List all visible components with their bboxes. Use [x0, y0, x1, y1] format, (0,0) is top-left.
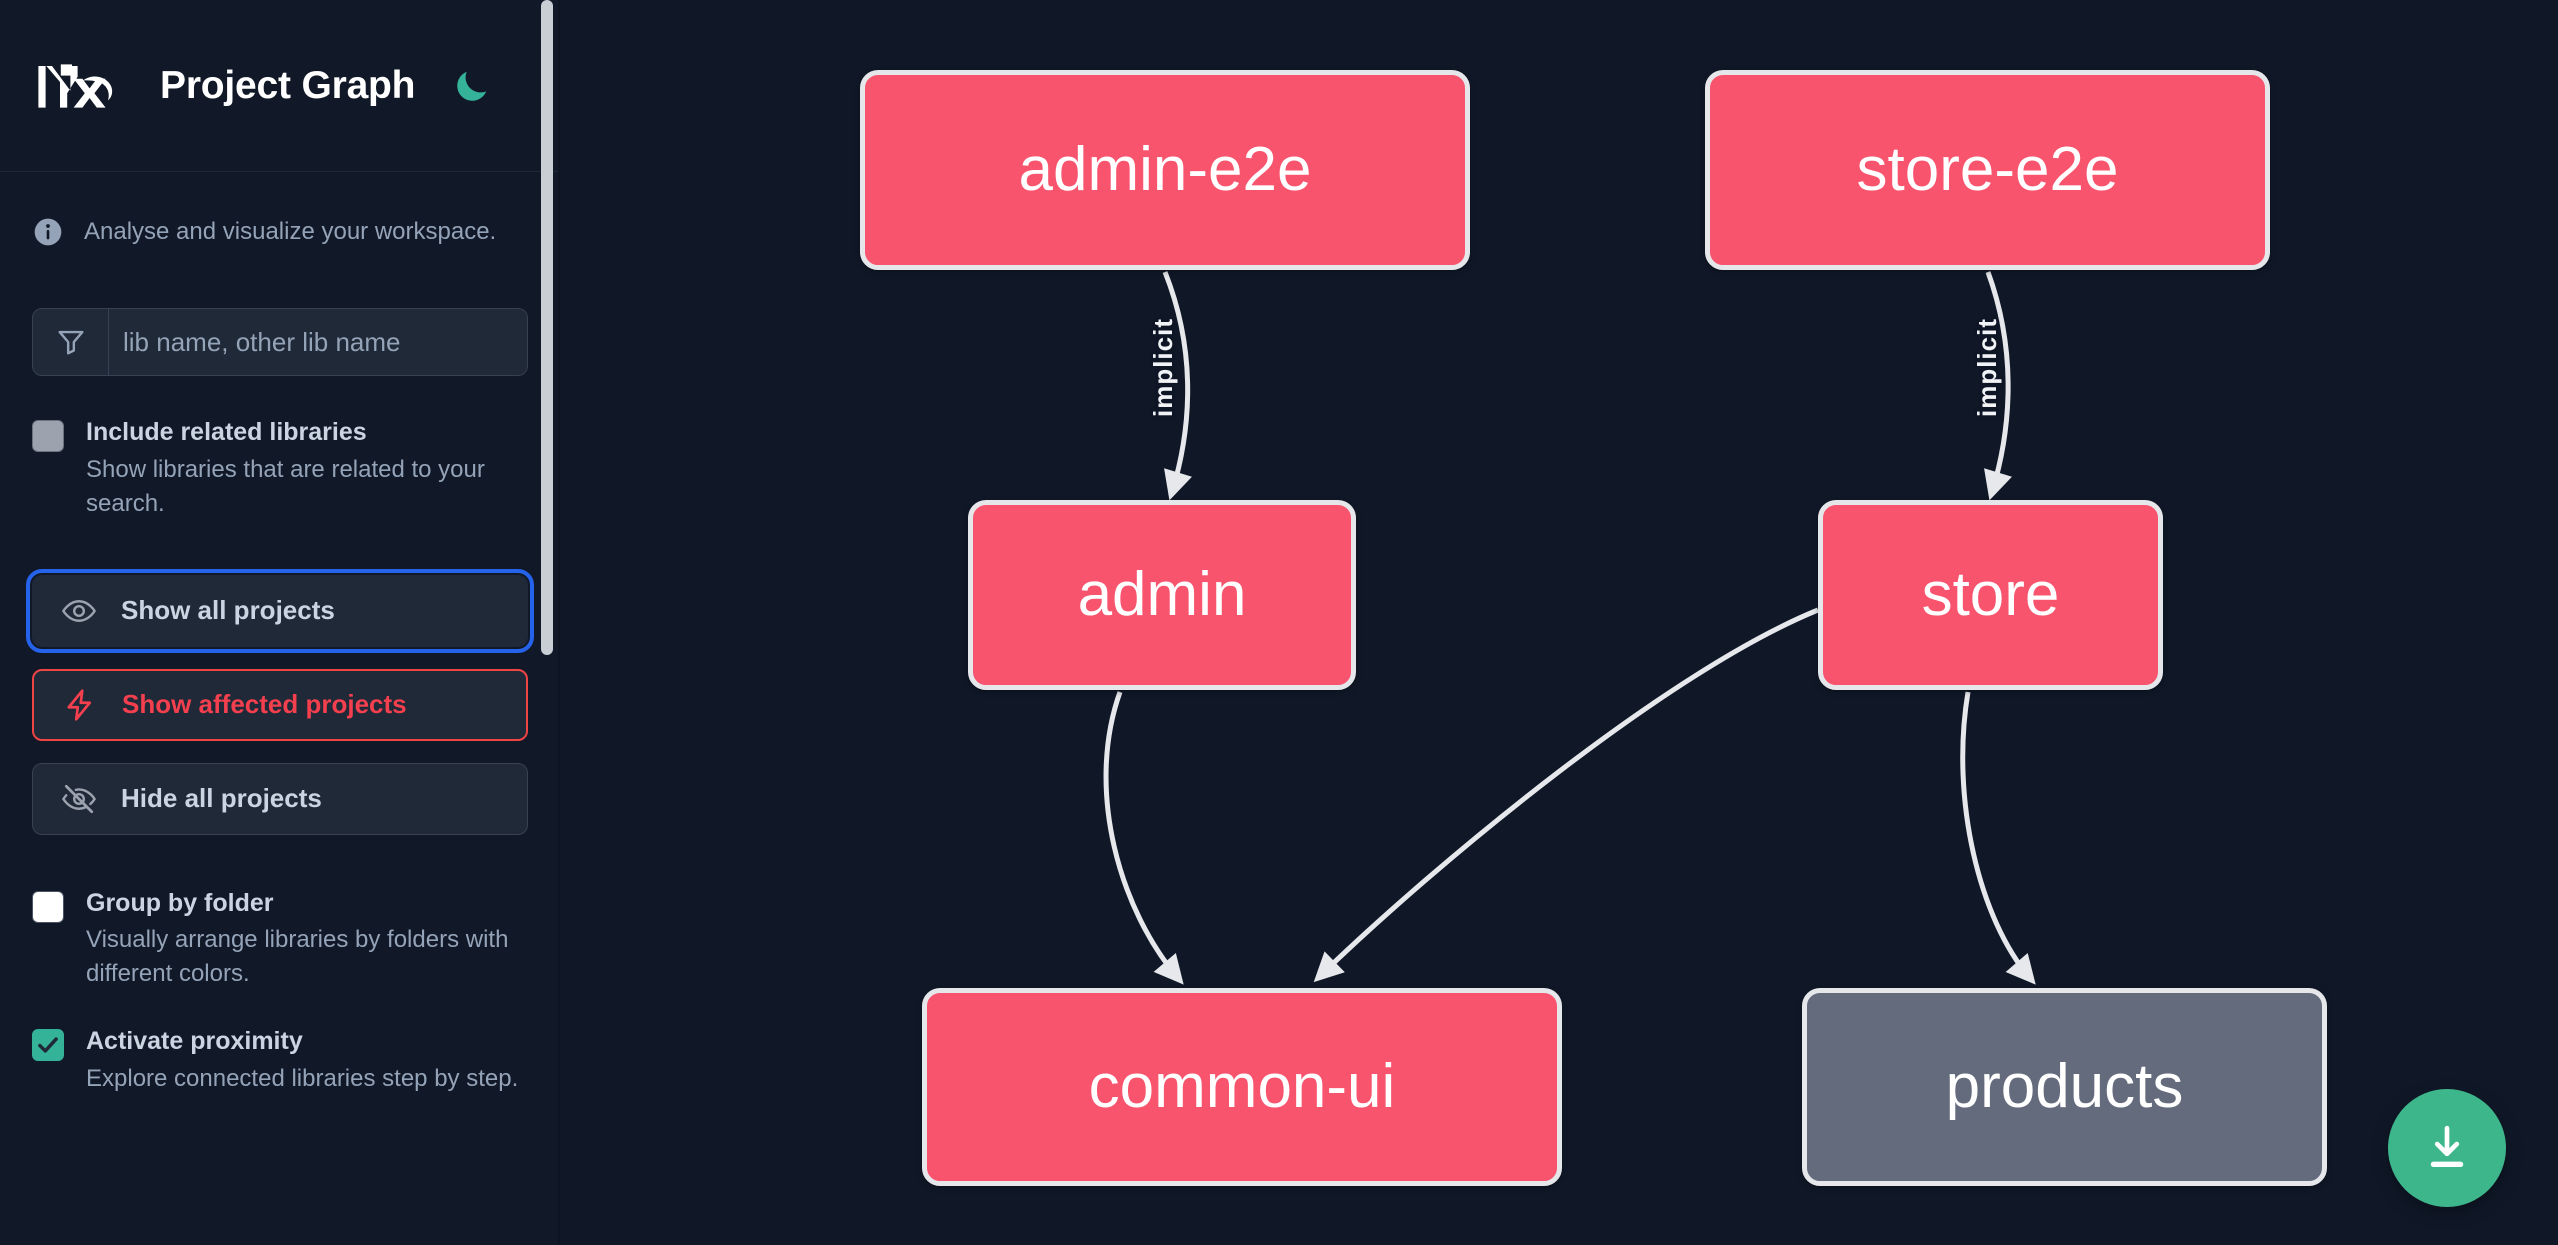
checkbox-texts: Activate proximity Explore connected lib… — [86, 1025, 518, 1096]
hide-all-projects-button[interactable]: Hide all projects — [32, 762, 528, 835]
edge-store-e2e-store — [1984, 271, 2012, 501]
sidebar-divider — [558, 0, 560, 1245]
filter-search-box[interactable] — [32, 308, 528, 376]
edge-admin-common-ui — [1103, 691, 1184, 985]
hide-all-projects-label: Hide all projects — [121, 783, 322, 814]
node-label: store — [1921, 560, 2060, 629]
node-label: admin — [1077, 560, 1247, 629]
sidebar-scrollbar-thumb[interactable] — [541, 0, 553, 655]
checkbox-include-related-libraries[interactable] — [32, 420, 64, 452]
sidebar-header: Project Graph — [0, 0, 560, 172]
download-icon — [2419, 1120, 2475, 1176]
checkbox-description-include-related-libraries: Show libraries that are related to your … — [86, 455, 485, 517]
checkbox-description-activate-proximity: Explore connected libraries step by step… — [86, 1064, 519, 1092]
checkbox-description-group-by-folder: Visually arrange libraries by folders wi… — [86, 926, 509, 988]
show-affected-projects-button[interactable]: Show affected projects — [32, 668, 528, 741]
checkbox-activate-proximity[interactable] — [32, 1029, 64, 1062]
checkbox-texts: Group by folder Visually arrange librari… — [86, 887, 528, 992]
graph-node-store[interactable]: store — [1818, 500, 2163, 690]
edge-store-products — [1960, 691, 2036, 985]
show-affected-projects-label: Show affected projects — [122, 689, 407, 720]
page-title: Project Graph — [160, 63, 416, 107]
checkbox-texts: Include related libraries Show libraries… — [86, 416, 528, 521]
node-label: store-e2e — [1856, 135, 2119, 204]
show-all-projects-label: Show all projects — [121, 595, 335, 626]
node-label: products — [1945, 1052, 2184, 1121]
edge-admin-e2e-admin — [1162, 271, 1192, 501]
node-label: common-ui — [1088, 1052, 1396, 1121]
search-input[interactable] — [109, 309, 527, 375]
graph-node-common-ui[interactable]: common-ui — [922, 988, 1562, 1186]
nx-logo-icon — [32, 58, 128, 114]
edge-store-common-ui — [1313, 607, 1819, 983]
moon-icon[interactable] — [451, 65, 493, 107]
download-button[interactable] — [2388, 1089, 2506, 1207]
graph-canvas[interactable]: implicit implicit admin-e2e store-e2e ad… — [560, 0, 2558, 1245]
workspace-info: Analyse and visualize your workspace. — [0, 172, 560, 248]
eye-off-icon — [61, 781, 97, 817]
checkbox-label-group-by-folder: Group by folder — [86, 888, 274, 917]
show-all-projects-button[interactable]: Show all projects — [26, 568, 534, 653]
checkbox-row-group-by-folder[interactable]: Group by folder Visually arrange librari… — [0, 835, 560, 992]
eye-icon — [61, 593, 97, 629]
graph-edges — [1103, 271, 2036, 985]
lightning-bolt-icon — [62, 687, 98, 723]
graph-node-store-e2e[interactable]: store-e2e — [1705, 70, 2270, 270]
workspace-info-text: Analyse and visualize your workspace. — [84, 218, 497, 245]
projects-action-buttons: Show all projects Show affected projects — [0, 521, 560, 835]
graph-node-admin-e2e[interactable]: admin-e2e — [860, 70, 1470, 270]
checkbox-row-activate-proximity[interactable]: Activate proximity Explore connected lib… — [0, 991, 560, 1096]
sidebar: Project Graph Analyse and visualize your… — [0, 0, 560, 1245]
sidebar-scrollbar[interactable] — [541, 0, 553, 1245]
checkbox-group-by-folder[interactable] — [32, 890, 64, 923]
checkbox-label-include-related-libraries: Include related libraries — [86, 418, 367, 446]
funnel-icon — [33, 309, 109, 375]
graph-node-products[interactable]: products — [1802, 988, 2327, 1186]
info-icon — [32, 216, 64, 248]
checkbox-row-include-related-libraries[interactable]: Include related libraries Show libraries… — [0, 376, 560, 521]
graph-node-admin[interactable]: admin — [968, 500, 1356, 690]
checkbox-label-activate-proximity: Activate proximity — [86, 1027, 303, 1056]
node-label: admin-e2e — [1018, 135, 1312, 204]
